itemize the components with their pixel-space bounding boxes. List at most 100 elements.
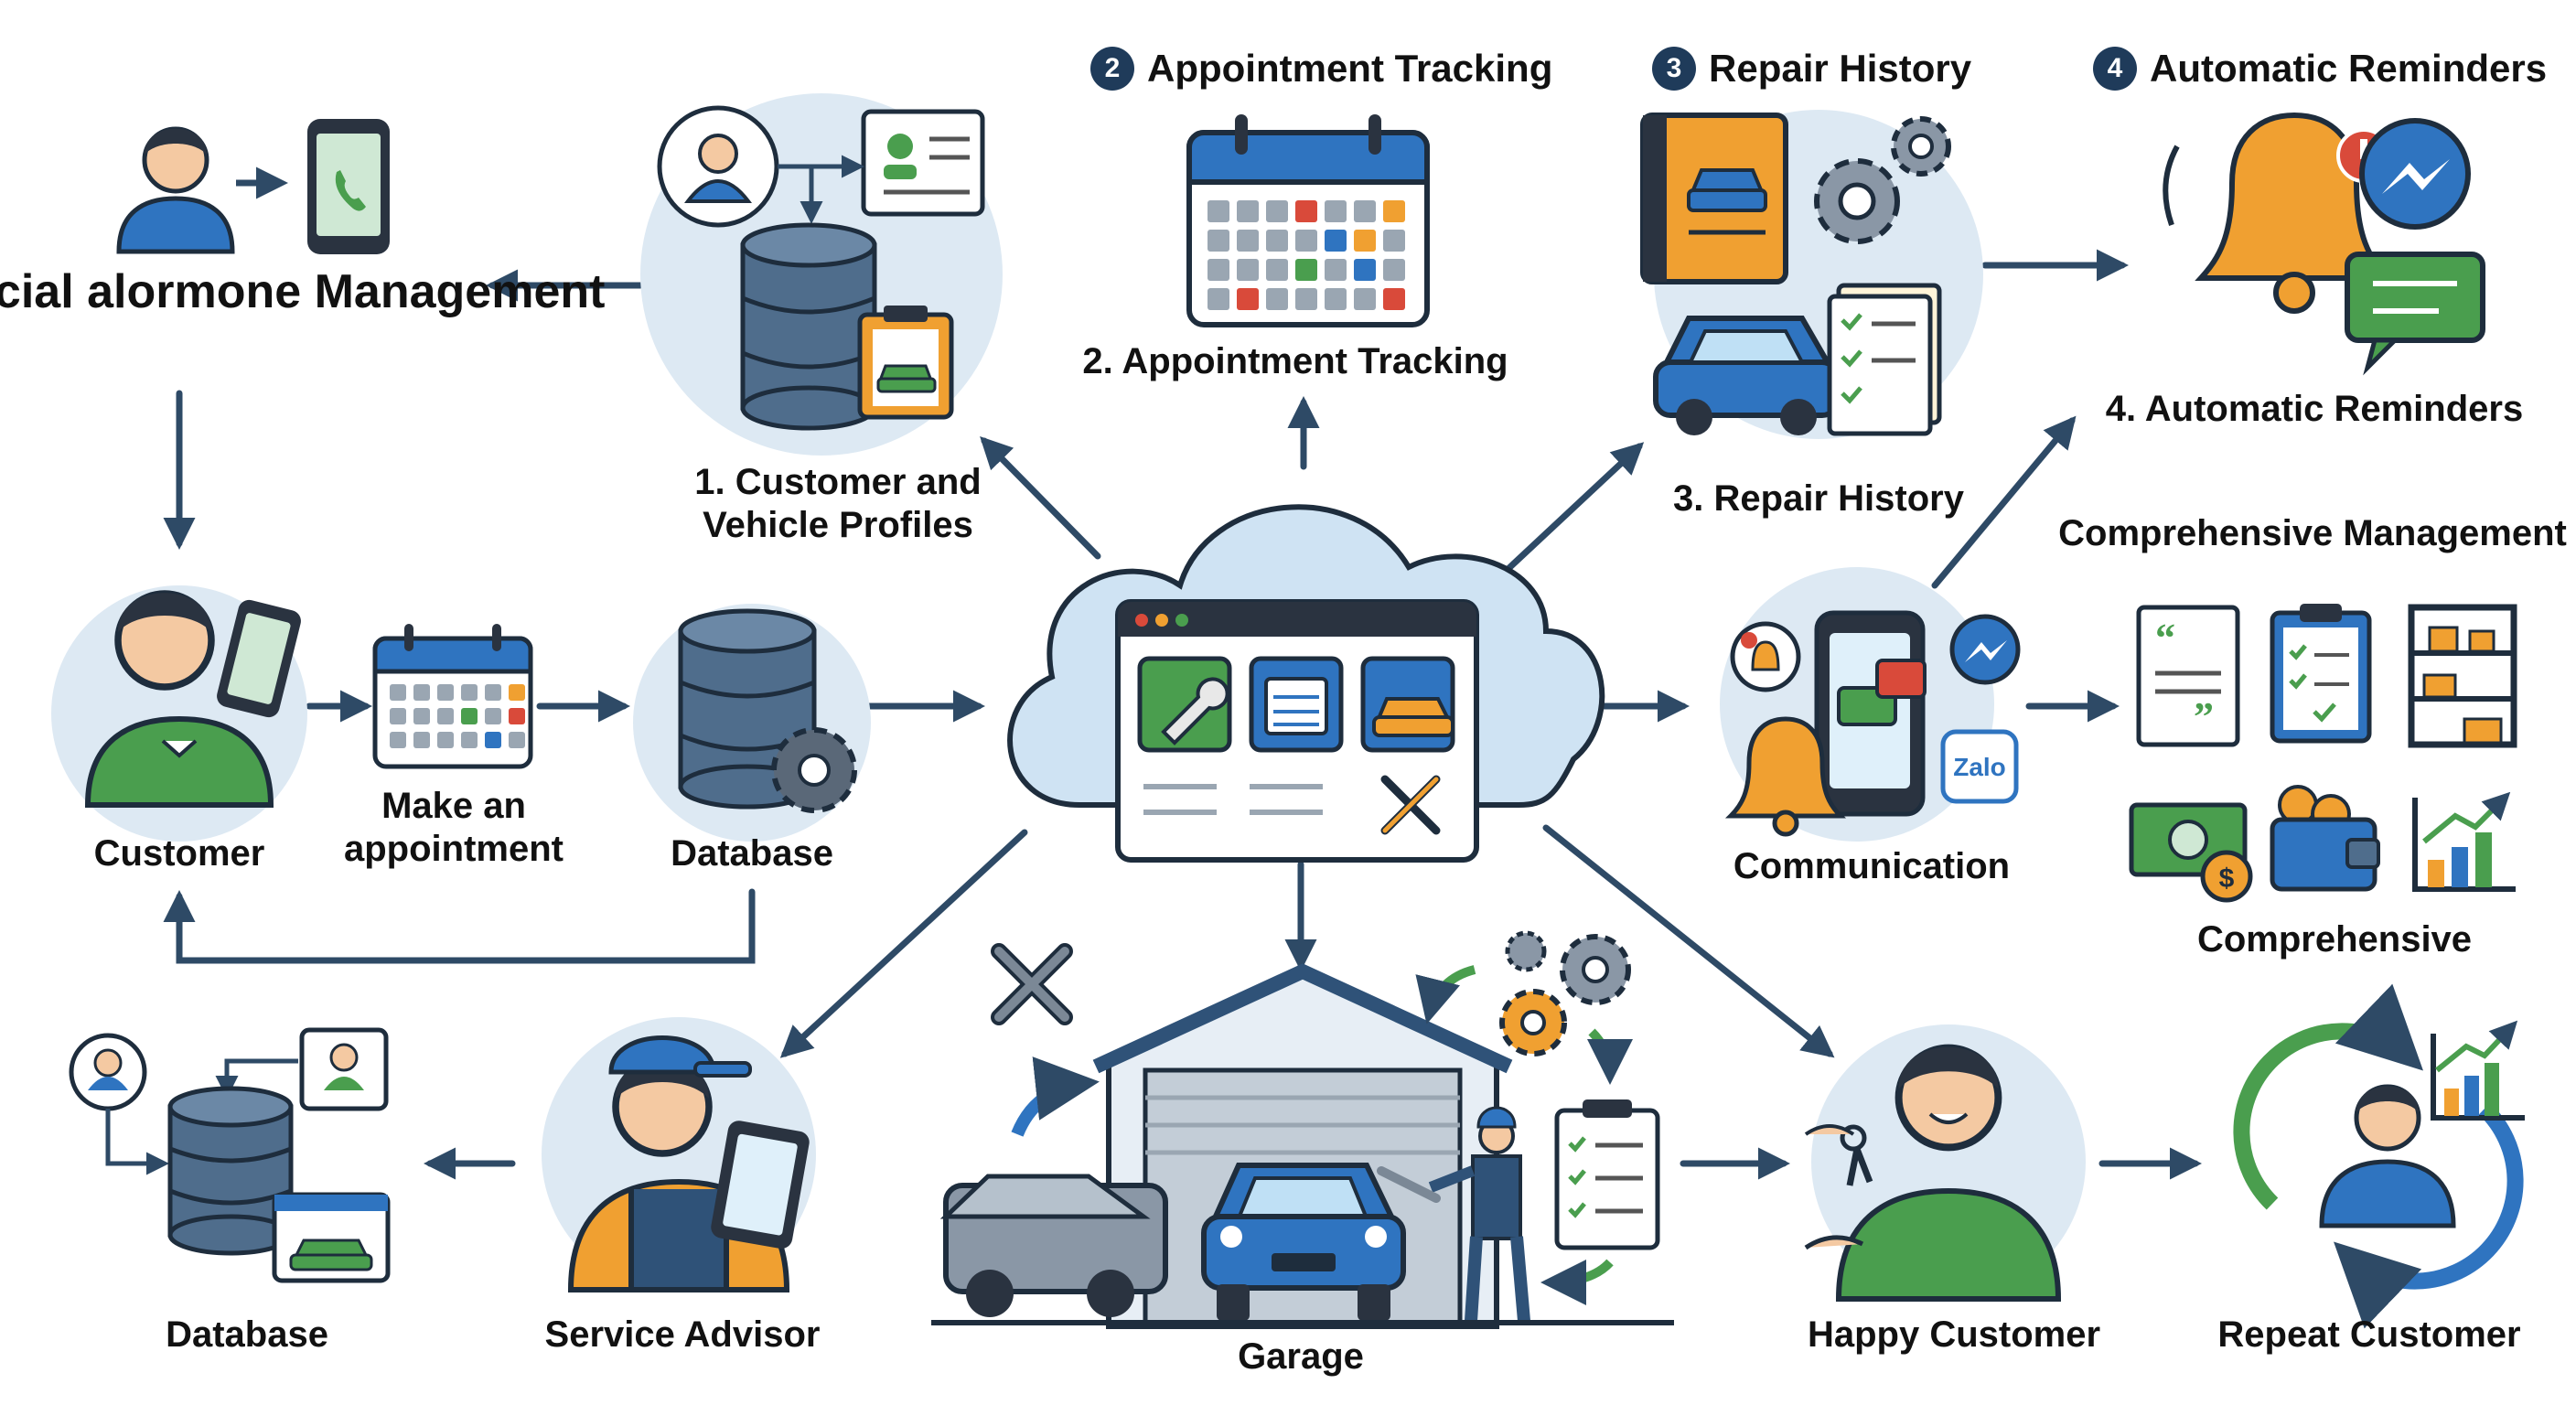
garage-icon [931, 930, 1674, 1329]
calendar-cell [1383, 259, 1405, 281]
header-text: Appointment Tracking [1147, 47, 1553, 90]
phone-icon [307, 119, 390, 254]
service-advisor-group [542, 1017, 816, 1292]
label-comprehensive-management: Comprehensive Management [2058, 513, 2567, 553]
profiles-group [640, 93, 1003, 456]
database-icon [69, 1027, 391, 1283]
calendar-cell [485, 708, 501, 724]
gear-icon [1814, 116, 1951, 244]
calendar-cell [461, 708, 478, 724]
calendar-cell [413, 708, 430, 724]
calendar-cell [509, 708, 525, 724]
growth-chart-icon [2431, 1020, 2525, 1121]
calendar-cell [1354, 230, 1376, 252]
label-profiles: 1. Customer and Vehicle Profiles [694, 462, 982, 546]
calendar-cell [1208, 230, 1229, 252]
label-repeat-customer: Repeat Customer [2217, 1314, 2521, 1355]
repair-history-group [1640, 110, 1983, 439]
calendar-cell [1295, 230, 1317, 252]
calendar-cell [437, 732, 454, 748]
happy-customer-group [1804, 1024, 2086, 1302]
document-icon: “ ” [2136, 605, 2240, 747]
calendar-cell [413, 684, 430, 701]
repeat-customer-group [2233, 983, 2525, 1329]
calendar-cell [1208, 200, 1229, 222]
phone-icon [217, 599, 301, 718]
calendar-cell [437, 708, 454, 724]
checklist-icon [2270, 604, 2372, 744]
svg-text:Zalo: Zalo [1953, 753, 2006, 781]
cloud-app-icon [1007, 504, 1605, 863]
calendar-cell [509, 684, 525, 701]
calendar-cell [1325, 288, 1347, 310]
communication-group: Zalo [1720, 567, 2021, 842]
label-garage: Garage [1238, 1336, 1364, 1377]
arrow-cloud-to-repair [1497, 442, 1645, 580]
calendar-cell [509, 732, 525, 748]
wrench-icon [991, 943, 1073, 1025]
calendar-cell [1237, 230, 1259, 252]
arrow-database-back-to-customer [163, 888, 756, 964]
label-appointment-tracking: 2. Appointment Tracking [1082, 341, 1508, 381]
calendar-icon [1186, 114, 1430, 327]
arrow-cloud-to-service-advisor [779, 829, 1028, 1058]
shelves-icon [2408, 604, 2517, 748]
step-number-badge: 2 [1090, 46, 1134, 91]
calendar-cell [1354, 288, 1376, 310]
calendar-cell [1325, 230, 1347, 252]
calendar-cell [390, 708, 406, 724]
calendar-cell [1354, 200, 1376, 222]
calendar-cell [1325, 259, 1347, 281]
calendar-cell [1383, 230, 1405, 252]
person-icon [116, 129, 235, 254]
document-icon [1827, 283, 1942, 436]
calendar-cell [1266, 200, 1288, 222]
label-happy-customer: Happy Customer [1807, 1314, 2101, 1355]
calendar-cell [1266, 259, 1288, 281]
arrow-cloud-to-happy-customer [1542, 824, 1835, 1058]
label-repair-history: 3. Repair History [1673, 478, 1964, 519]
person-phone-group [116, 119, 390, 254]
cycle-icon [2233, 983, 2524, 1329]
messenger-icon [1949, 614, 2021, 685]
calendar-cell [1383, 288, 1405, 310]
label-customer: Customer [93, 833, 265, 874]
calendar-cell [1208, 288, 1229, 310]
calendar-icon [372, 624, 533, 769]
bell-icon [1724, 716, 1847, 837]
calendar-cell [1266, 288, 1288, 310]
car-icon [1201, 1163, 1406, 1321]
money-icon: $ [2129, 802, 2253, 903]
messenger-icon [2359, 118, 2471, 230]
step-number-badge: 4 [2093, 46, 2137, 91]
svg-text:$: $ [2219, 863, 2235, 894]
calendar-cell [1295, 200, 1317, 222]
calendar-cell [461, 684, 478, 701]
calendar-cell [485, 732, 501, 748]
reminders-group [2163, 112, 2485, 376]
clipboard-car-icon [857, 306, 954, 420]
connector-arrows [163, 249, 2202, 1180]
customer-group [51, 585, 307, 842]
calendar-cell [413, 732, 430, 748]
arrow-communication-to-reminders [1931, 415, 2077, 589]
header-text: Automatic Reminders [2150, 47, 2548, 90]
database-icon [740, 222, 877, 431]
database-icon [633, 604, 871, 842]
calendar-cell [1383, 200, 1405, 222]
arrow-cloud-to-profiles [980, 436, 1101, 560]
book-icon [1640, 113, 1788, 284]
header-automatic-reminders: 4 Automatic Reminders [2093, 46, 2547, 91]
calendar-cell [1237, 288, 1259, 310]
calendar-cell [485, 684, 501, 701]
label-communication: Communication [1733, 846, 2011, 886]
calendar-cell [1354, 259, 1376, 281]
comprehensive-icons: “ ” $ [2129, 604, 2517, 903]
zalo-icon: Zalo [1940, 729, 2019, 804]
step-number-badge: 3 [1652, 46, 1696, 91]
calendar-cell [1237, 259, 1259, 281]
mechanic-icon [1377, 1106, 1530, 1322]
label-service-advisor: Service Advisor [544, 1314, 821, 1355]
label-comprehensive: Comprehensive [2196, 919, 2473, 960]
